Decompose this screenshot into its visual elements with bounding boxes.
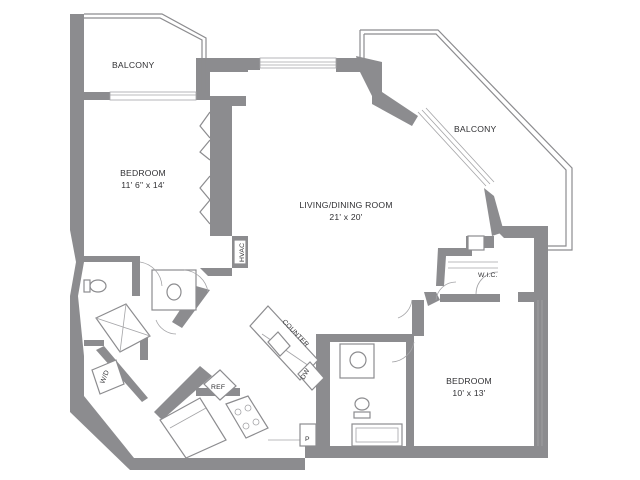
walk-in-closet (435, 235, 499, 301)
bedroom-left-dimensions: 11' 6" x 14' (121, 180, 165, 190)
right-bathroom (339, 341, 415, 447)
hvac-label: HVAC (239, 243, 246, 262)
living-dining-dimensions: 21' x 20' (329, 212, 362, 222)
refrigerator-label: REF (211, 384, 225, 391)
balcony-left-name: BALCONY (112, 60, 155, 70)
bedroom-left-name: BEDROOM (120, 168, 166, 178)
room-labels: BALCONY BALCONY BEDROOM 11' 6" x 14' LIV… (112, 60, 498, 398)
windows (109, 57, 543, 446)
door-swings (183, 269, 413, 319)
pantry-label: P (305, 436, 310, 443)
balcony-left-area (84, 13, 207, 92)
shower (95, 303, 151, 353)
washer-dryer: W/D (91, 359, 125, 395)
balcony-right-name: BALCONY (454, 124, 497, 134)
living-dining-name: LIVING/DINING ROOM (299, 200, 392, 210)
bedroom-right-name: BEDROOM (446, 376, 492, 386)
washer-dryer-label: W/D (99, 369, 111, 384)
left-bathroom (83, 261, 197, 335)
bedroom-closet (199, 105, 232, 230)
bedroom-right-dimensions: 10' x 13' (452, 388, 485, 398)
balcony-right-area (359, 29, 573, 251)
kitchen: COUNTER DW REF P (159, 305, 325, 459)
hvac-unit: HVAC (233, 239, 247, 265)
walk-in-closet-label: W.I.C. (478, 272, 498, 279)
